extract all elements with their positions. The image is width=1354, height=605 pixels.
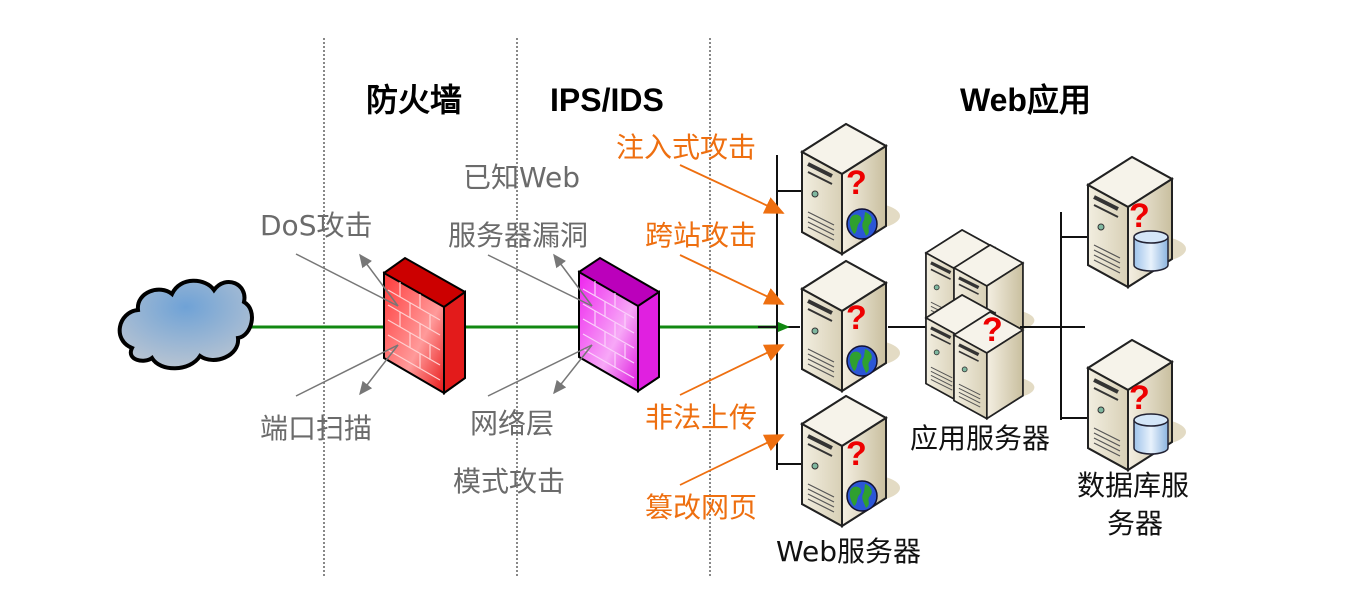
unknown-mark-web-2: ? (846, 299, 867, 337)
threat-port-scan: 端口扫描 (260, 412, 373, 445)
threat-known-web-line2: 服务器漏洞 (448, 219, 589, 252)
threat-dos: DoS攻击 (260, 209, 373, 242)
unknown-mark-db-2: ? (1129, 379, 1150, 417)
internet-cloud-icon (117, 278, 254, 371)
section-title-ips-ids: IPS/IDS (550, 82, 664, 118)
threat-known-web-line1: 已知Web (463, 161, 581, 194)
attack-injection: 注入式攻击 (616, 131, 757, 164)
attack-illegal-upload: 非法上传 (645, 401, 758, 434)
attack-xss: 跨站攻击 (645, 219, 758, 252)
label-app-server: 应用服务器 (910, 422, 1051, 455)
threat-network-line1: 网络层 (470, 407, 555, 440)
firewall-icon (382, 256, 466, 395)
unknown-mark-app: ? (982, 311, 1003, 349)
label-db-server-line1: 数据库服 (1077, 469, 1190, 502)
label-web-server: Web服务器 (776, 535, 922, 568)
section-title-web-app: Web应用 (960, 82, 1091, 118)
unknown-mark-web-3: ? (846, 435, 867, 473)
ips-ids-icon (577, 256, 660, 393)
attack-defacement: 篡改网页 (645, 491, 758, 524)
unknown-mark-web-1: ? (846, 164, 867, 202)
section-title-firewall: 防火墙 (366, 82, 463, 118)
threat-network-line2: 模式攻击 (453, 465, 566, 498)
unknown-mark-db-1: ? (1129, 197, 1150, 235)
label-db-server-line2: 务器 (1107, 507, 1164, 540)
app-server-cluster-icon (924, 228, 1036, 421)
